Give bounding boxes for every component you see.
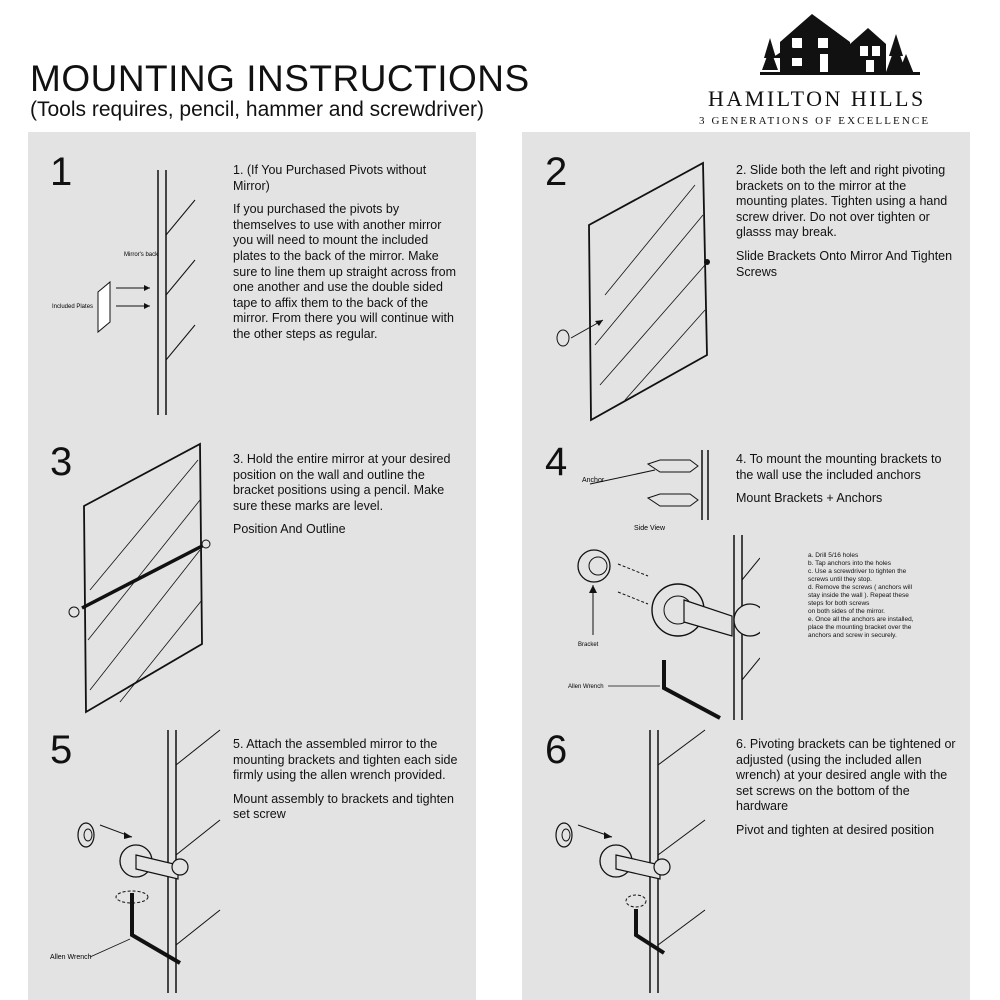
substep-line: anchors and screw in securely. <box>808 632 897 639</box>
allen-wrench-label: Allen Wrench <box>568 684 604 690</box>
brand-name: HAMILTON HILLS <box>708 86 926 111</box>
step-5-text: 5. Attach the assembled mirror to the mo… <box>233 737 458 831</box>
anchor-label: Anchor <box>582 477 605 484</box>
step-2-heading: 2. Slide both the left and right pivotin… <box>736 163 948 240</box>
mirror-back-label: Mirror's back <box>124 252 159 258</box>
allen-wrench-label: Allen Wrench <box>50 954 92 961</box>
substep-line: stay inside the wall ). Repeat these <box>808 592 909 599</box>
step-2-text: 2. Slide both the left and right pivotin… <box>736 163 958 288</box>
step-2-body: Slide Brackets Onto Mirror And Tighten S… <box>736 248 953 279</box>
side-view-label: Side View <box>634 525 666 532</box>
step-1-heading: 1. (If You Purchased Pivots without Mirr… <box>233 163 427 193</box>
step-4-substeps: a. Drill 5/16 holes b. Tap anchors into … <box>808 552 958 640</box>
step-5-body: Mount assembly to brackets and tighten s… <box>233 791 454 822</box>
substep-line: steps for both screws <box>808 600 870 607</box>
step-5-number: 5 <box>50 728 73 772</box>
step-3-illustration <box>68 442 211 714</box>
substep-line: a. Drill 5/16 holes <box>808 552 859 559</box>
substep-line: b. Tap anchors into the holes <box>808 560 891 567</box>
step-6-text: 6. Pivoting brackets can be tightened or… <box>736 737 961 847</box>
substep-line: on both sides of the mirror. <box>808 608 885 615</box>
step-4-heading: 4. To mount the mounting brackets to the… <box>736 452 942 482</box>
step-6-body: Pivot and tighten at desired position <box>736 822 935 837</box>
step-1-text: 1. (If You Purchased Pivots without Mirr… <box>233 163 458 351</box>
step-1-illustration: Mirror's back Included Plates <box>52 170 196 415</box>
substep-line: screws until they stop. <box>808 576 872 583</box>
step-3-body: Position And Outline <box>233 522 346 537</box>
substep-line: e. Once all the anchors are installed, <box>808 616 914 623</box>
bracket-label: Bracket <box>578 642 599 648</box>
page-title: MOUNTING INSTRUCTIONS <box>30 58 530 99</box>
brand-tagline: 3 GENERATIONS OF EXCELLENCE <box>699 115 931 127</box>
substep-line: c. Use a screwdriver to tighten the <box>808 568 907 575</box>
step-4-number: 4 <box>545 440 568 484</box>
page-subtitle: (Tools requires, pencil, hammer and scre… <box>30 98 484 121</box>
step-5-heading: 5. Attach the assembled mirror to the mo… <box>233 737 458 783</box>
step-3-text: 3. Hold the entire mirror at your desire… <box>233 452 458 546</box>
step-4-text: 4. To mount the mounting brackets to the… <box>736 452 958 515</box>
step-3-heading: 3. Hold the entire mirror at your desire… <box>233 452 451 513</box>
step-2-number: 2 <box>545 150 568 194</box>
house-logo-icon <box>760 14 920 75</box>
substep-line: d. Remove the screws ( anchors will <box>808 584 913 591</box>
step-4-illustration: Anchor Side View Bracket Allen Wrench <box>568 450 760 720</box>
step-6-heading: 6. Pivoting brackets can be tightened or… <box>736 737 956 814</box>
step-4-body: Mount Brackets + Anchors <box>736 491 883 506</box>
step-3-number: 3 <box>50 440 73 484</box>
included-plates-label: Included Plates <box>52 304 93 310</box>
step-6-illustration <box>555 729 706 993</box>
substep-line: place the mounting bracket over the <box>808 624 912 631</box>
step-5-illustration: Allen Wrench <box>50 729 221 993</box>
step-1-number: 1 <box>50 150 73 194</box>
step-6-number: 6 <box>545 728 568 772</box>
step-2-illustration <box>556 161 710 422</box>
step-1-body: If you purchased the pivots by themselve… <box>233 202 457 341</box>
